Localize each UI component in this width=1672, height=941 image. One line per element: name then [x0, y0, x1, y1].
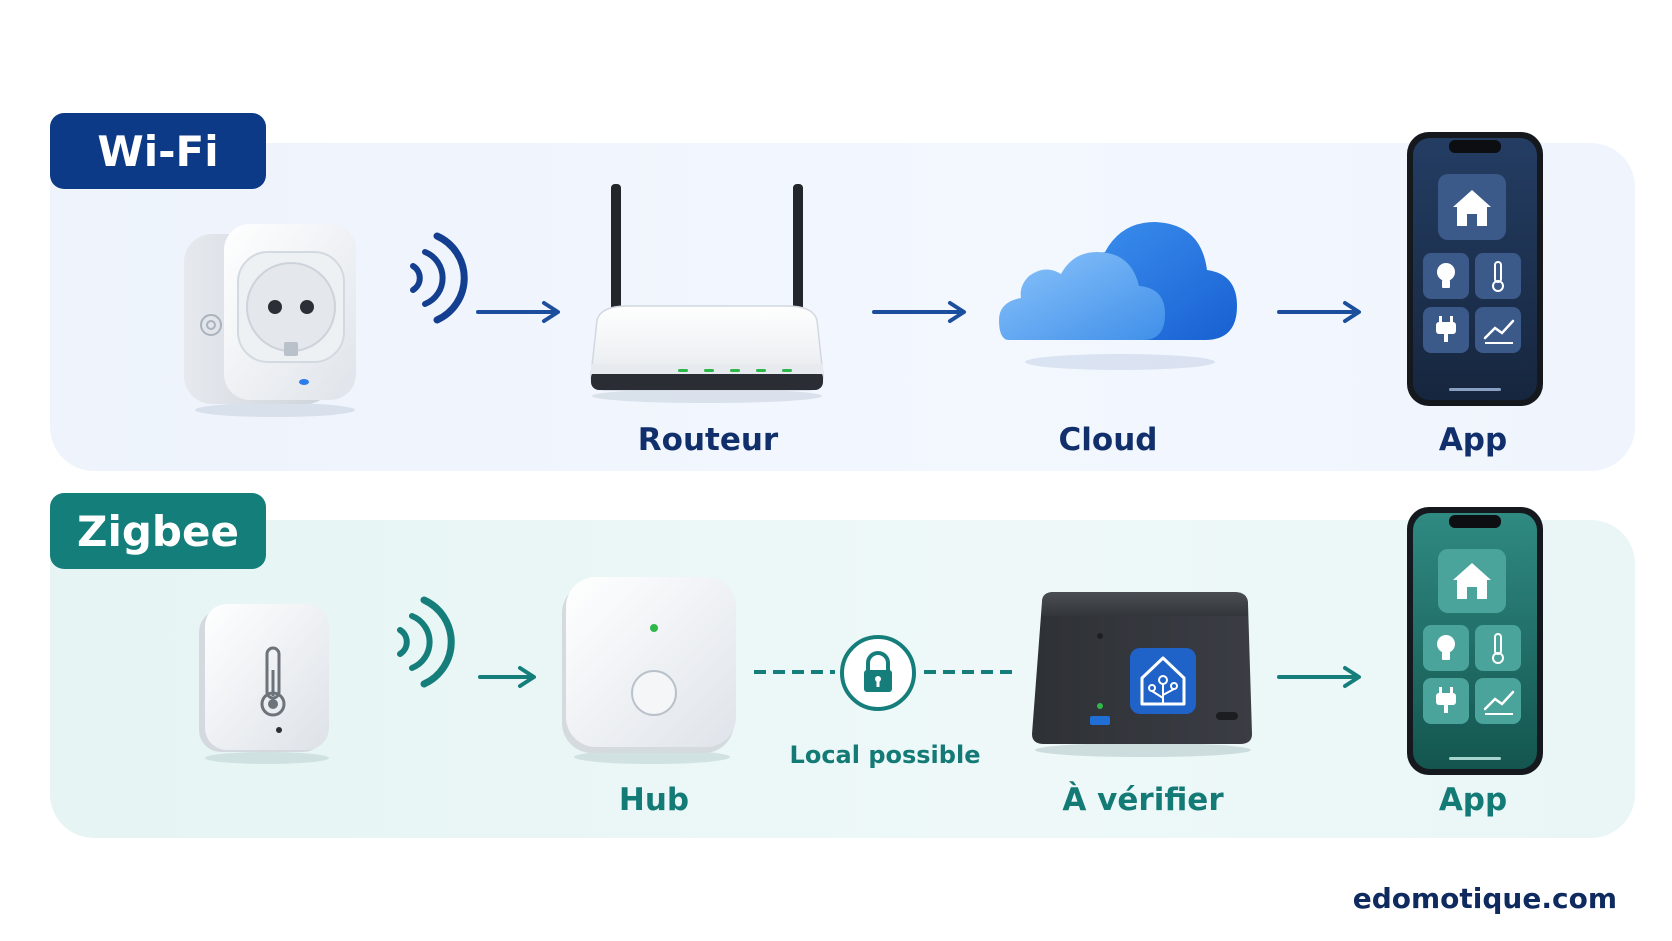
- plug-icon: [1423, 678, 1469, 724]
- bulb-icon: [1423, 625, 1469, 671]
- smart-plug-icon: [184, 224, 356, 417]
- home-server-icon: [1032, 592, 1252, 757]
- local-link-line: [924, 670, 1015, 674]
- wifi-signal-icon: [410, 232, 468, 324]
- smartphone-icon: [1407, 132, 1543, 406]
- arrow-right-icon: [478, 666, 536, 688]
- home-icon: [1438, 549, 1506, 613]
- zigbee-tag: Zigbee: [50, 493, 266, 569]
- arrow-right-icon: [1277, 666, 1361, 688]
- temperature-sensor-icon: [199, 604, 329, 764]
- verify-label: À vérifier: [1062, 782, 1224, 818]
- brand-footer: edomotique.com: [1352, 882, 1617, 915]
- zigbee-signal-icon: [397, 596, 455, 688]
- chart-icon: [1475, 307, 1521, 353]
- cloud-icon: [999, 222, 1237, 370]
- router-icon: [590, 184, 824, 403]
- wifi-app-label: App: [1438, 422, 1508, 458]
- hub-icon: [562, 577, 736, 764]
- home-icon: [1438, 174, 1506, 240]
- lock-icon: [840, 635, 916, 711]
- arrow-right-icon: [476, 301, 560, 323]
- wifi-tag: Wi-Fi: [50, 113, 266, 189]
- local-possible-label: Local possible: [789, 741, 981, 769]
- arrow-right-icon: [872, 301, 966, 323]
- bulb-icon: [1423, 253, 1469, 299]
- smartphone-icon: [1407, 507, 1543, 775]
- cloud-label: Cloud: [1058, 422, 1158, 458]
- arrow-right-icon: [1277, 301, 1361, 323]
- router-label: Routeur: [637, 422, 779, 458]
- thermometer-icon: [1475, 253, 1521, 299]
- local-link-line: [754, 670, 835, 674]
- thermometer-icon: [1475, 625, 1521, 671]
- home-assistant-logo: [1130, 648, 1196, 714]
- hub-label: Hub: [618, 782, 690, 818]
- chart-icon: [1475, 678, 1521, 724]
- zigbee-app-label: App: [1438, 782, 1508, 818]
- plug-icon: [1423, 307, 1469, 353]
